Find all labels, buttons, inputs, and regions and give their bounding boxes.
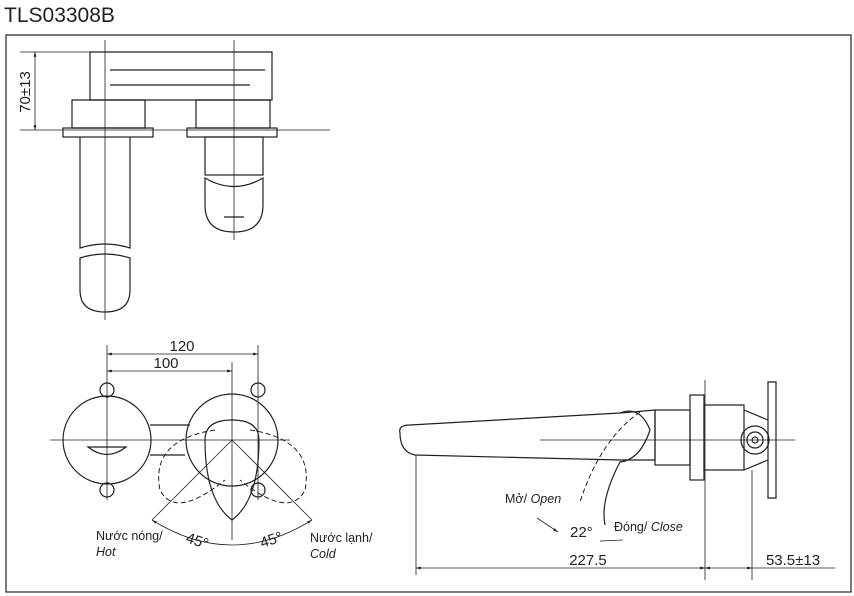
- side-view: 227.5 53.5±13 22° Mở/ Open Đóng/ Close: [399, 380, 835, 580]
- dim-spout-length: 227.5: [569, 552, 607, 569]
- dim-height-adjust: 70±13: [17, 71, 34, 113]
- label-open: Mở/ Open: [505, 492, 561, 506]
- plan-view: 120 100 45° 45° Nước nóng/ Hot Nước lạnh…: [50, 338, 373, 561]
- label-hot-en: Hot: [96, 545, 116, 559]
- drawing-frame: [5, 34, 852, 593]
- angle-cold: 45°: [258, 529, 285, 552]
- label-hot-vi: Nước nóng/: [96, 529, 163, 543]
- dim-100: 100: [153, 355, 178, 372]
- model-title: TLS03308B: [4, 4, 115, 27]
- front-elevation: 70±13: [17, 40, 330, 320]
- dim-120: 120: [169, 338, 194, 355]
- label-close: Đóng/ Close: [614, 520, 683, 534]
- label-cold-en: Cold: [310, 547, 337, 561]
- dim-wall-depth: 53.5±13: [766, 552, 820, 569]
- angle-hot: 45°: [184, 530, 211, 553]
- label-cold-vi: Nước lạnh/: [310, 531, 373, 545]
- angle-open: 22°: [570, 524, 593, 541]
